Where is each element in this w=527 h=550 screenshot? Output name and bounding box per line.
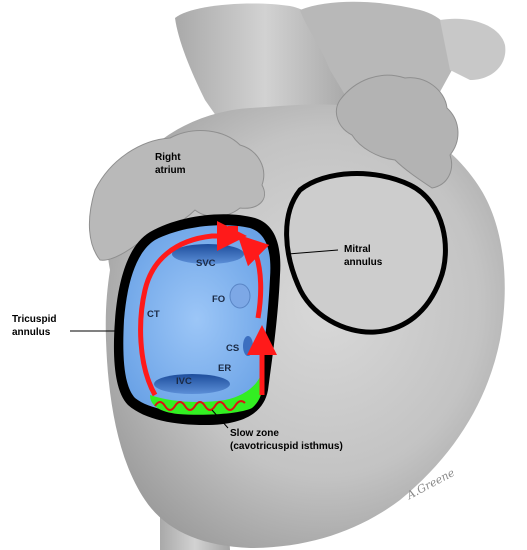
mitral-leader-line	[287, 249, 339, 255]
label-slow-zone-1: Slow zone	[230, 428, 279, 439]
label-fo: FO	[212, 294, 225, 305]
left-atrial-appendage	[336, 74, 459, 189]
ct-arrow	[138, 221, 247, 397]
label-slow-zone-2: (cavotricuspid isthmus)	[230, 441, 343, 452]
upper-septal-arrow	[237, 234, 270, 319]
fo-oval	[229, 283, 251, 309]
label-right-atrium-1: Right	[155, 152, 181, 163]
mitral-annulus-ring	[284, 171, 448, 335]
label-ivc: IVC	[176, 376, 192, 387]
label-er: ER	[218, 363, 231, 374]
right-atrial-appendage	[88, 130, 265, 261]
label-tricuspid-2: annulus	[12, 327, 51, 338]
ct-arrow-head-block	[228, 226, 238, 240]
right-vessel-stub	[440, 18, 506, 80]
ivc-oval	[154, 374, 230, 394]
label-mitral-2: annulus	[344, 257, 383, 268]
label-mitral-1: Mitral	[344, 244, 371, 255]
label-ct: CT	[147, 309, 160, 320]
slow-zone-leader-line	[211, 409, 229, 429]
slow-zone	[150, 372, 264, 415]
label-svc: SVC	[196, 258, 216, 269]
label-right-atrium-2: atrium	[155, 165, 186, 176]
atrium-cavity	[123, 225, 271, 413]
label-tricuspid-1: Tricuspid	[12, 314, 56, 325]
label-cs: CS	[226, 343, 239, 354]
slow-zone-wave	[154, 400, 246, 411]
cs-oval	[243, 336, 253, 356]
